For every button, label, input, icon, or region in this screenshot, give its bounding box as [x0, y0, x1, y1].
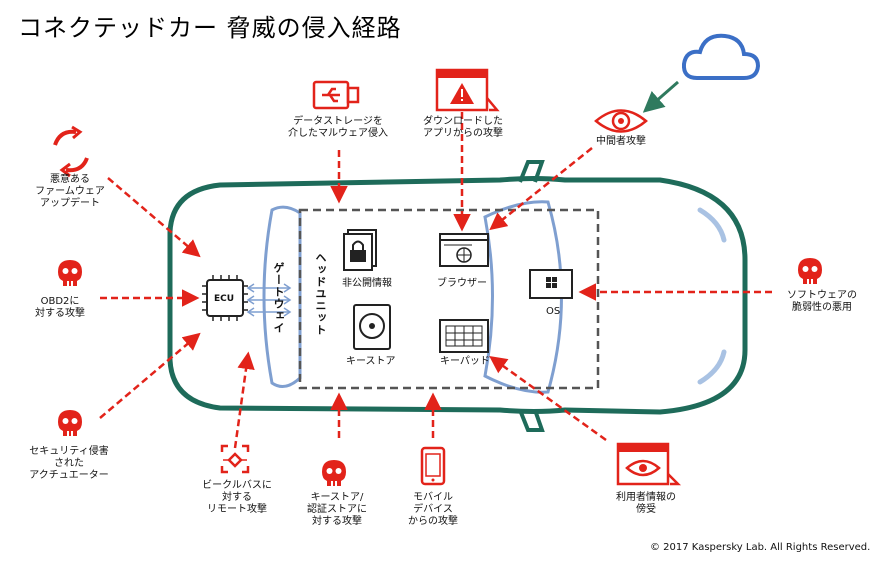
usb-drive-icon: [312, 80, 360, 110]
headunit-zone: [298, 208, 600, 390]
refresh-cycle-icon: [53, 125, 89, 178]
beacon-arrow: [233, 351, 255, 449]
skull-icon: [322, 460, 346, 486]
copyright: © 2017 Kaspersky Lab. All Rights Reserve…: [650, 542, 871, 553]
target-icon: [220, 444, 250, 474]
rear-window: [262, 205, 302, 389]
ecu-chip-icon: [202, 275, 248, 321]
skull-icon: [798, 258, 822, 284]
obd2-threat-label: OBD2に 対する攻撃: [35, 296, 85, 319]
eye-window-icon: [616, 442, 682, 486]
lock-icon: [343, 229, 377, 271]
keystore-label: キーストア: [346, 356, 396, 367]
headunit-label: ヘッドユニット: [314, 252, 327, 336]
software-threat-label: ソフトウェアの 脆弱性の悪用: [787, 290, 857, 313]
user-info-arrow: [489, 355, 607, 442]
os-windows-icon: [529, 269, 573, 299]
eye-icon: [594, 109, 648, 133]
ecu-label: ECU: [214, 294, 235, 304]
private-info-label: 非公開情報: [342, 278, 392, 289]
storage-threat-label: データストレージを 介したマルウェア侵入: [288, 116, 388, 139]
gateway-links: [246, 283, 292, 317]
mobile-threat-label: モバイル デバイス からの攻撃: [408, 492, 458, 527]
skull-icon: [58, 260, 82, 286]
keystore-attack-threat-label: キーストア/ 認証ストアに 対する攻撃: [307, 492, 367, 527]
actuator-threat-label: セキュリティ侵害 された アクチュエーター: [29, 446, 109, 481]
user-info-threat-label: 利用者情報の 傍受: [616, 492, 676, 515]
keystore-disk-icon: [353, 304, 391, 350]
warning-window-icon: [435, 68, 500, 112]
gateway-label: ゲートウェイ: [272, 262, 285, 334]
cloud-icon: [681, 33, 761, 80]
keypad-icon: [439, 319, 489, 353]
beacon-threat-label: ビークルバスに 対する リモート攻撃: [202, 480, 272, 515]
download-threat-label: ダウンロードした アプリからの攻撃: [423, 116, 503, 139]
firmware-threat-label: 悪意ある ファームウェア アップデート: [35, 174, 105, 209]
page-title: コネクテッドカー 脅威の侵入経路: [18, 14, 402, 42]
actuator-arrow: [99, 332, 201, 419]
browser-label: ブラウザー: [437, 278, 487, 289]
os-label: OS: [546, 306, 561, 317]
smartphone-icon: [420, 446, 446, 486]
cloud-arrow: [642, 80, 679, 113]
mitm-threat-label: 中間者攻撃: [596, 136, 646, 147]
skull-icon: [58, 410, 82, 436]
firmware-arrow: [107, 177, 201, 258]
keypad-label: キーパッド: [440, 356, 490, 367]
windshield: [483, 200, 563, 394]
car-outline: [167, 160, 748, 432]
browser-globe-icon: [439, 233, 489, 267]
